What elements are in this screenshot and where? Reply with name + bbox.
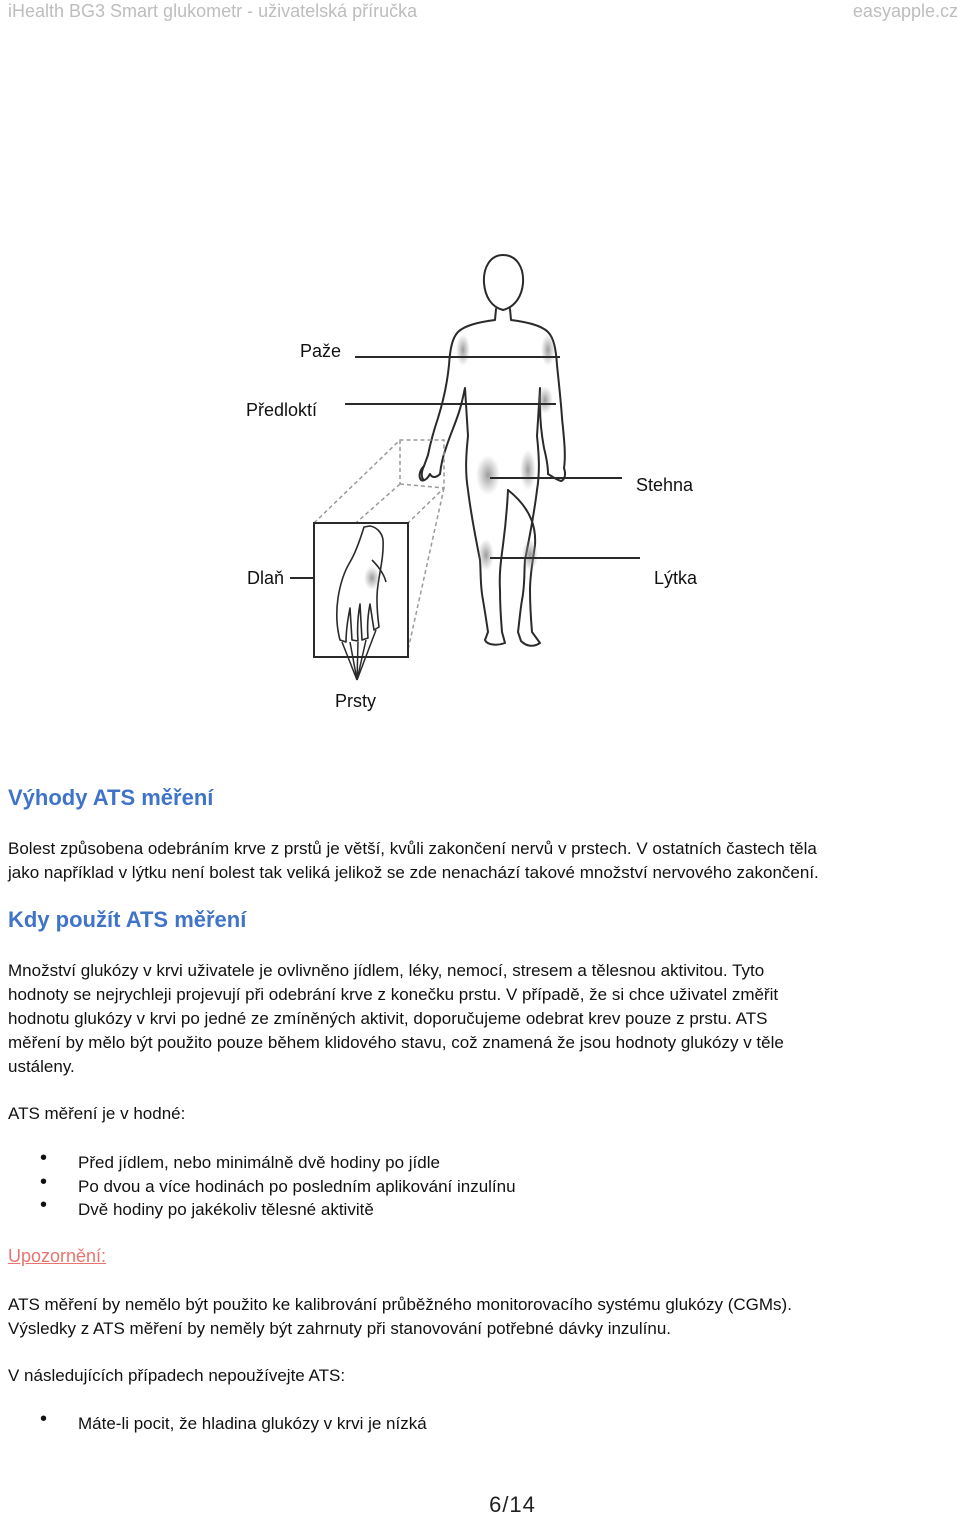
list-item: Dvě hodiny po jakékoliv tělesné aktivitě	[40, 1194, 516, 1222]
not-suitable-intro: V následujících případech nepoužívejte A…	[8, 1366, 346, 1385]
suitable-list: Před jídlem, nebo minimálně dvě hodiny p…	[40, 1147, 516, 1222]
finger-pointer-lines	[341, 629, 377, 681]
label-arm: Paže	[300, 341, 342, 361]
label-palm: Dlaň	[247, 568, 285, 588]
paragraph-warning: ATS měření by nemělo být použito ke kali…	[8, 1293, 792, 1341]
site-name: easyapple.cz	[852, 1, 958, 21]
paragraph-line: Množství glukózy v krvi uživatele je ovl…	[8, 961, 765, 980]
paragraph-line: Výsledky z ATS měření by neměly být zahr…	[8, 1319, 672, 1338]
list-item: Před jídlem, nebo minimálně dvě hodiny p…	[40, 1147, 516, 1175]
label-calves: Lýtka	[654, 568, 698, 588]
paragraph-line: měření by mělo být použito pouze během k…	[8, 1033, 784, 1052]
list-item: Máte-li pocit, že hladina glukózy v krvi…	[40, 1408, 427, 1436]
label-fingers: Prsty	[335, 691, 377, 711]
label-thighs: Stehna	[636, 475, 694, 495]
body-illustration	[290, 254, 640, 681]
heading-when-to-use: Kdy použít ATS měření	[8, 907, 247, 932]
warning-label: Upozornění:	[8, 1246, 107, 1266]
paragraph-line: hodnoty se nejrychleji projevují při ode…	[8, 985, 779, 1004]
paragraph-when-to-use: Množství glukózy v krvi uživatele je ovl…	[8, 959, 784, 1079]
paragraph-line: Bolest způsobena odebráním krve z prstů …	[8, 839, 817, 858]
sampling-spots	[456, 334, 555, 571]
not-suitable-list: Máte-li pocit, že hladina glukózy v krvi…	[40, 1408, 427, 1436]
list-item: Po dvou a více hodinách po posledním apl…	[40, 1171, 516, 1199]
page-number: 6/14	[489, 1492, 536, 1517]
hand-inset-box	[313, 522, 409, 658]
heading-ats-advantages: Výhody ATS měření	[8, 785, 214, 810]
paragraph-advantages: Bolest způsobena odebráním krve z prstů …	[8, 837, 819, 885]
paragraph-line: ATS měření by nemělo být použito ke kali…	[8, 1295, 792, 1314]
paragraph-line: hodnotu glukózy v krvi po jedné ze zmíně…	[8, 1009, 768, 1028]
human-body-outline	[418, 254, 566, 647]
page-header: iHealth BG3 Smart glukometr - uživatelsk…	[0, 0, 960, 24]
ats-sites-figure: Paže Předloktí Stehna Dlaň Lýtka Prsty	[0, 230, 960, 730]
paragraph-line: ustáleny.	[8, 1057, 75, 1076]
label-forearm: Předloktí	[246, 400, 318, 420]
suitable-intro: ATS měření je v hodné:	[8, 1104, 186, 1123]
document-title: iHealth BG3 Smart glukometr - uživatelsk…	[8, 1, 418, 21]
hand-outline	[335, 525, 387, 643]
paragraph-line: jako například v lýtku není bolest tak v…	[8, 863, 819, 882]
